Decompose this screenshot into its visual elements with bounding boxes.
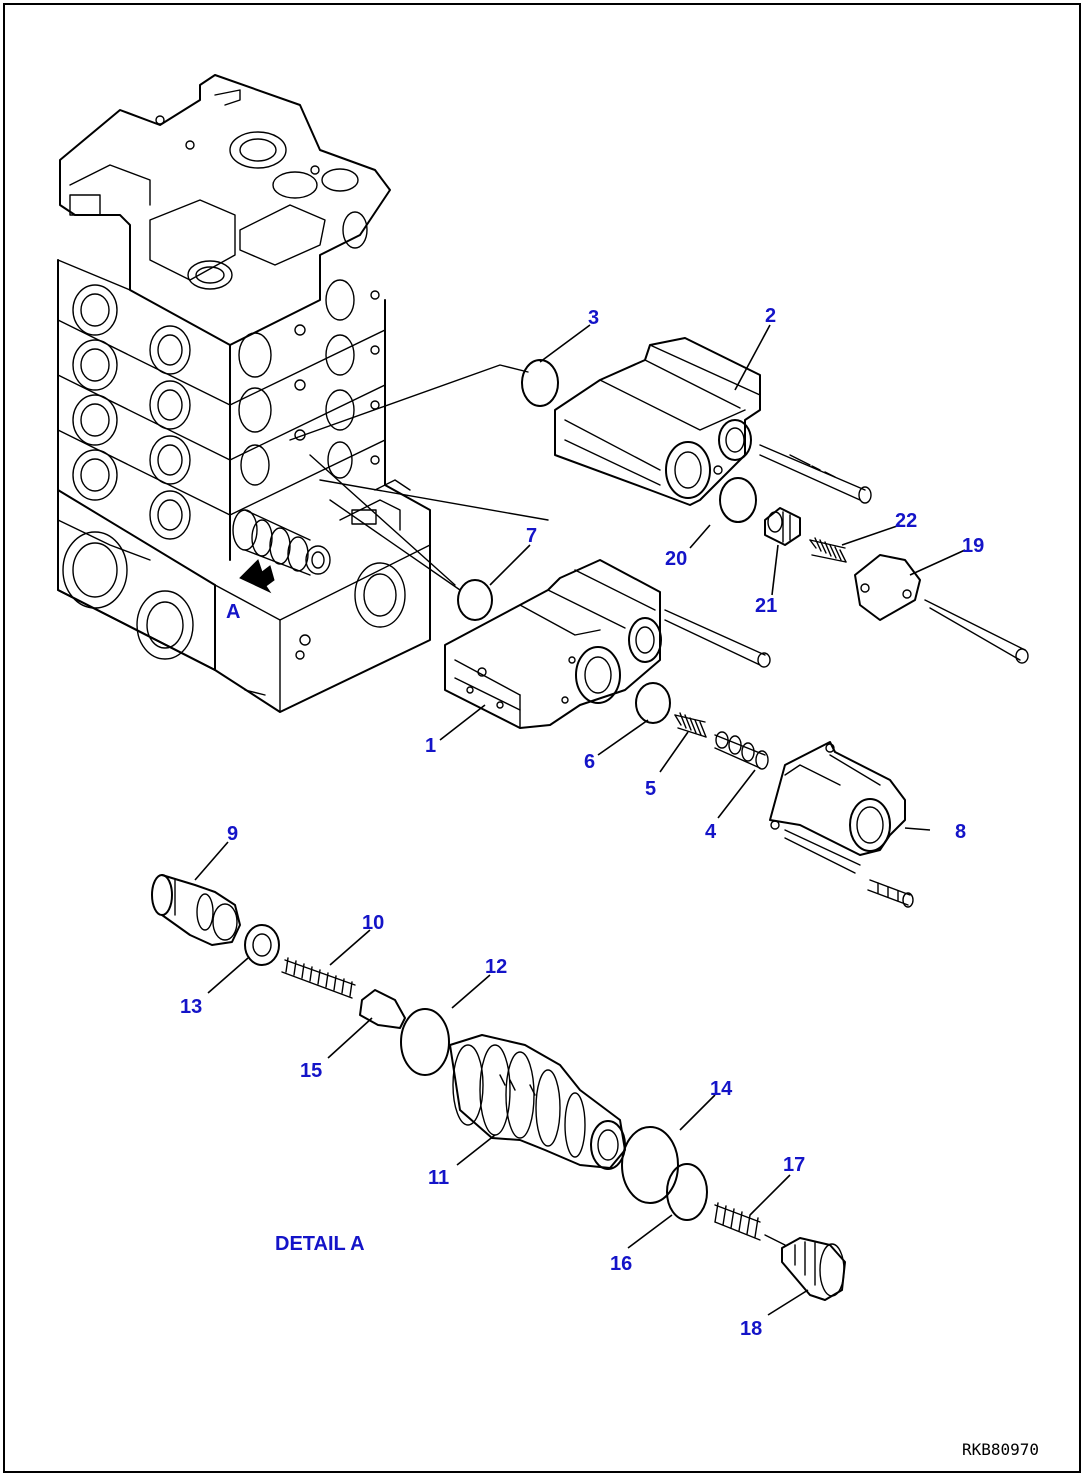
callout-21: 21 [755, 595, 777, 617]
valve-housing-2 [554, 337, 872, 506]
callout-8: 8 [955, 821, 966, 843]
o-ring-16 [666, 1163, 708, 1221]
callout-2: 2 [765, 305, 776, 327]
adjusting-screw-18 [781, 1237, 846, 1301]
valve-housing-1 [444, 559, 771, 729]
callout-16: 16 [610, 1253, 632, 1275]
o-ring-3 [521, 359, 559, 407]
callout-15: 15 [300, 1060, 322, 1082]
o-ring-7 [457, 579, 493, 621]
spool-4 [714, 731, 769, 770]
cover-19 [854, 554, 1029, 664]
assembly-lines [289, 364, 549, 591]
callout-1: 1 [425, 735, 436, 757]
callout-7: 7 [526, 525, 537, 547]
drawing-code: RKB80970 [962, 1440, 1039, 1459]
o-ring-12 [400, 1008, 450, 1076]
callout-4: 4 [705, 821, 717, 843]
control-valve-body [57, 74, 431, 713]
callout-13: 13 [180, 996, 202, 1018]
o-ring-20 [719, 477, 757, 523]
callout-19: 19 [962, 535, 984, 557]
callout-22: 22 [895, 510, 917, 532]
poppet-15 [359, 989, 406, 1029]
drawing-frame [3, 3, 1081, 1473]
callout-17: 17 [783, 1154, 805, 1176]
sleeve-11 [449, 1034, 626, 1170]
callout-9: 9 [227, 823, 238, 845]
solenoid-8 [769, 741, 914, 908]
callout-10: 10 [362, 912, 384, 934]
o-ring-6 [635, 682, 671, 724]
callout-labels: 3 2 7 1 20 21 22 19 6 5 4 8 9 10 12 13 1… [180, 305, 984, 1340]
callout-6: 6 [584, 751, 595, 773]
spring-5 [674, 712, 707, 738]
spring-10 [281, 957, 356, 999]
spring-17 [714, 1202, 786, 1246]
o-ring-14 [621, 1126, 679, 1204]
spring-22 [809, 537, 847, 563]
detail-a-label: DETAIL A [275, 1233, 365, 1255]
callout-18: 18 [740, 1318, 762, 1340]
leader-lines [194, 324, 966, 1316]
callout-12: 12 [485, 956, 507, 978]
poppet-21 [764, 507, 801, 546]
view-marker-a: A [226, 601, 240, 623]
callout-20: 20 [665, 548, 687, 570]
seat-9 [151, 874, 241, 946]
callout-5: 5 [645, 778, 656, 800]
callout-3: 3 [588, 307, 599, 329]
callout-14: 14 [710, 1078, 733, 1100]
washer-13 [244, 924, 280, 966]
callout-11: 11 [428, 1167, 449, 1189]
